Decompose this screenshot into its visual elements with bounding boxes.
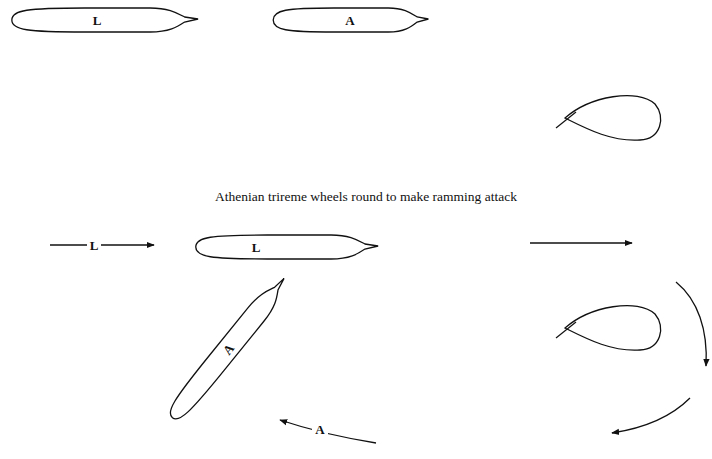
trireme-hull: A <box>270 5 430 35</box>
hull-outline <box>8 5 200 35</box>
course-arrow <box>612 398 690 433</box>
course-label: L <box>87 239 102 252</box>
turning-ship-ram <box>556 112 576 128</box>
course-arrow <box>280 420 376 443</box>
trireme-hull: L <box>8 5 200 35</box>
trireme-hull: A <box>160 269 296 428</box>
ship-letter: L <box>252 241 261 254</box>
turning-ship <box>565 306 661 351</box>
caption: Athenian trireme wheels round to make ra… <box>215 189 517 205</box>
turning-ship <box>565 96 661 141</box>
course-arrow <box>676 282 706 366</box>
hull-outline <box>192 232 380 262</box>
course-arrow <box>50 244 154 245</box>
ship-letter: A <box>345 14 354 27</box>
trireme-hull: L <box>192 232 380 262</box>
course-arrow <box>530 242 632 243</box>
turning-ship-ram <box>556 322 576 338</box>
course-label: A <box>312 423 327 436</box>
ship-letter: L <box>93 14 102 27</box>
